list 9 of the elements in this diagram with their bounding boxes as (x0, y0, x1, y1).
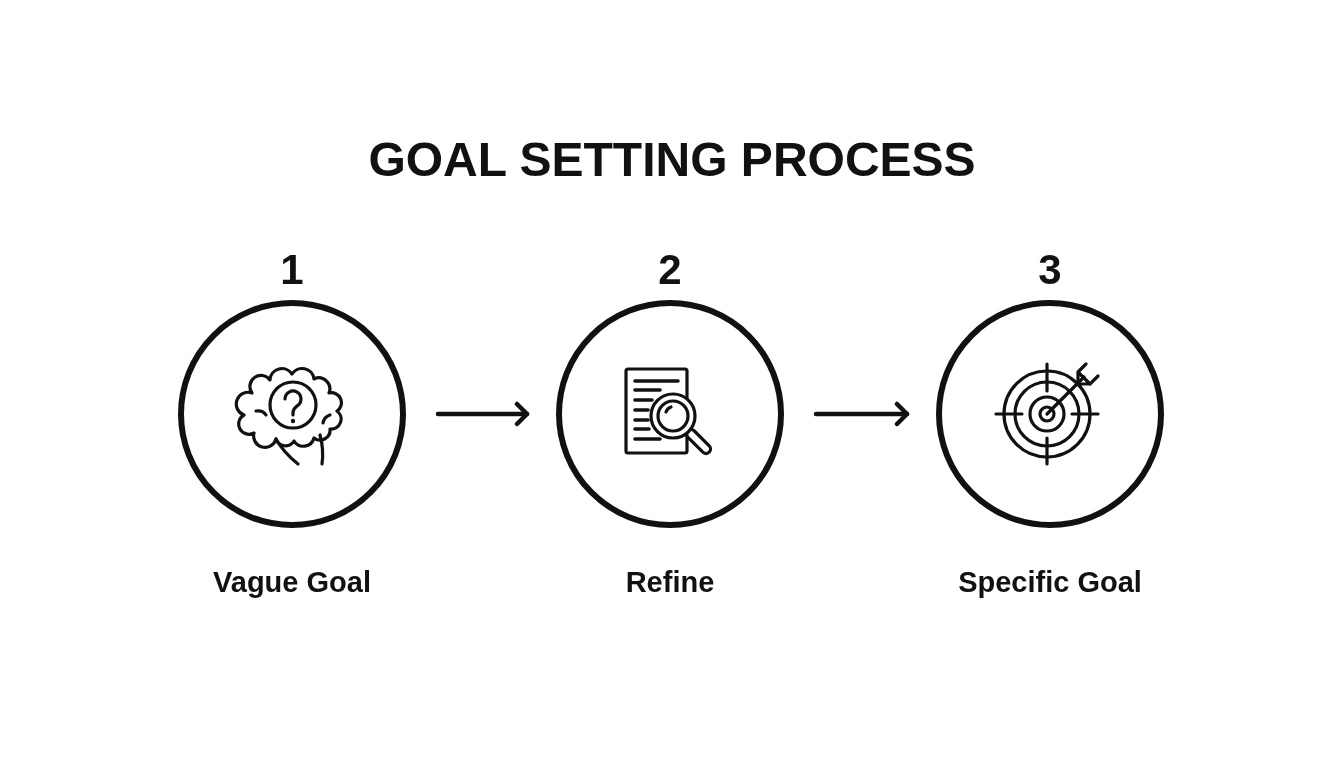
step-number: 2 (658, 245, 682, 295)
arrow (813, 401, 910, 427)
step-label: Refine (625, 565, 715, 600)
step-label: Specific Goal (958, 565, 1142, 600)
diagram-title: GOAL SETTING PROCESS (367, 132, 977, 188)
step-number: 3 (1038, 245, 1062, 295)
step-label: Vague Goal (213, 565, 371, 600)
step-number: 1 (280, 245, 304, 295)
arrow (435, 401, 530, 427)
